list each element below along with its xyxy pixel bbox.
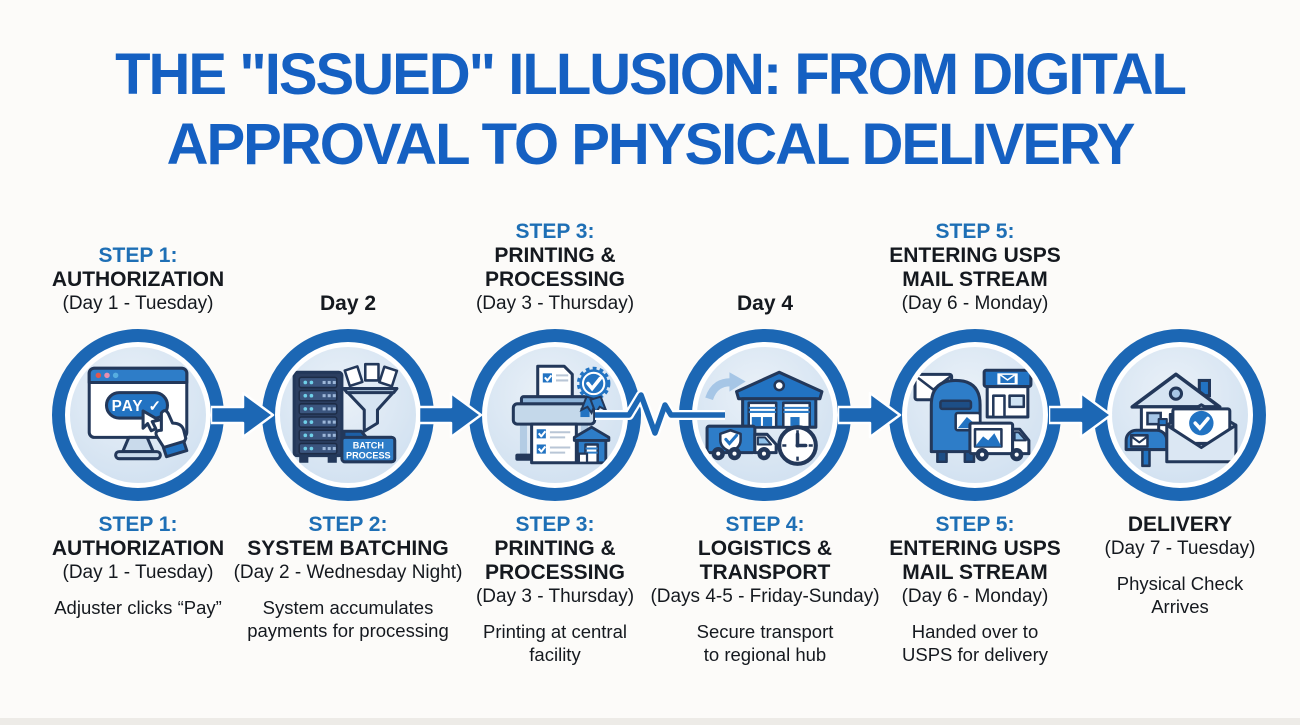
step-number: STEP 1:	[98, 513, 178, 536]
circle-inner	[1112, 347, 1248, 483]
flow-arrow-1	[209, 389, 275, 446]
station-printing-bottom-label: STEP 3: PRINTING & PROCESSING (Day 3 - T…	[430, 513, 680, 666]
station-authorization: STEP 1: AUTHORIZATION (Day 1 - Tuesday)	[23, 0, 253, 725]
circle-inner: PAY ✓	[70, 347, 206, 483]
step-description: Handed over to USPS for delivery	[902, 621, 1048, 665]
step-date: (Days 4-5 - Friday-Sunday)	[650, 586, 880, 607]
circle-inner	[907, 347, 1043, 483]
station-system-batching: Day 2	[233, 0, 463, 725]
step-number: STEP 3:	[515, 513, 595, 536]
station-logistics-transport: Day 4	[650, 0, 880, 725]
station-authorization-bottom-label: STEP 1: AUTHORIZATION (Day 1 - Tuesday) …	[13, 513, 263, 619]
step-number: STEP 2:	[308, 513, 388, 536]
step-number: STEP 5:	[935, 513, 1015, 536]
step-number: STEP 5:	[935, 220, 1015, 243]
station-printing-processing: STEP 3: PRINTING & PROCESSING (Day 3 - T…	[440, 0, 670, 725]
station-authorization-top-label: STEP 1: AUTHORIZATION (Day 1 - Tuesday)	[13, 0, 263, 322]
station-usps-top-label: STEP 5: ENTERING USPS MAIL STREAM (Day 6…	[850, 0, 1100, 322]
station-circle-authorization: PAY ✓	[52, 329, 224, 501]
step-date: (Day 2 - Wednesday Night)	[233, 562, 463, 583]
circle-inner: BATCH PROCESS	[280, 347, 416, 483]
flow-arrow-3	[836, 389, 902, 446]
page-title-line1: THE "ISSUED" ILLUSION: FROM DIGITAL	[115, 42, 1187, 107]
step-title: PRINTING & PROCESSING	[484, 537, 626, 584]
step-date: (Day 3 - Thursday)	[475, 586, 635, 607]
server-batch-icon: BATCH PROCESS	[292, 362, 399, 464]
step-number: STEP 3:	[515, 220, 595, 243]
station-system-batching-bottom-label: STEP 2: SYSTEM BATCHING (Day 2 - Wednesd…	[223, 513, 473, 642]
station-delivery-bottom-label: DELIVERY (Day 7 - Tuesday) Physical Chec…	[1055, 513, 1300, 618]
station-system-batching-top-label: Day 2	[223, 0, 473, 322]
pay-click-icon: PAY ✓	[87, 366, 189, 461]
step-number: STEP 1:	[98, 244, 178, 267]
step-title: PRINTING & PROCESSING	[484, 244, 626, 291]
step-description: Secure transport to regional hub	[696, 621, 834, 665]
step-description: Printing at central facility	[483, 621, 627, 665]
station-printing-top-label: STEP 3: PRINTING & PROCESSING (Day 3 - T…	[430, 0, 680, 322]
day-label: Day 4	[736, 292, 794, 315]
station-circle-system-batching: BATCH PROCESS	[262, 329, 434, 501]
printer-checks-icon	[511, 364, 611, 465]
step-description: Adjuster clicks “Pay”	[54, 597, 222, 618]
step-date: (Day 1 - Tuesday)	[62, 293, 214, 314]
step-title: SYSTEM BATCHING	[247, 537, 449, 560]
station-logistics-bottom-label: STEP 4: LOGISTICS & TRANSPORT (Days 4-5 …	[640, 513, 890, 666]
station-delivery-top-label	[1055, 0, 1300, 322]
bottom-edge-strip	[0, 718, 1300, 725]
circle-inner	[697, 347, 833, 483]
step-title: AUTHORIZATION	[51, 268, 225, 291]
station-usps-bottom-label: STEP 5: ENTERING USPS MAIL STREAM (Day 6…	[850, 513, 1100, 666]
home-envelope-check-icon	[1124, 372, 1238, 468]
step-title: AUTHORIZATION	[51, 537, 225, 560]
step-date: (Day 6 - Monday)	[901, 586, 1049, 607]
step-date: (Day 1 - Tuesday)	[62, 562, 214, 583]
batch-folder-label-line1: BATCH	[353, 441, 384, 451]
step-title: DELIVERY	[1127, 513, 1233, 536]
warehouse-truck-clock-icon	[705, 370, 824, 466]
flow-arrow-2	[417, 389, 483, 446]
step-title: ENTERING USPS MAIL STREAM	[889, 537, 1061, 584]
station-circle-usps	[889, 329, 1061, 501]
step-date: (Day 7 - Tuesday)	[1104, 538, 1256, 559]
day-label: Day 2	[319, 292, 377, 315]
station-circle-delivery	[1094, 329, 1266, 501]
pulse-connector	[590, 385, 730, 450]
station-delivery: DELIVERY (Day 7 - Tuesday) Physical Chec…	[1065, 0, 1295, 725]
usps-mailbox-truck-icon	[913, 368, 1033, 464]
step-description: Physical Check Arrives	[1116, 573, 1244, 617]
step-date: (Day 6 - Monday)	[901, 293, 1049, 314]
pay-button-label: PAY ✓	[112, 398, 163, 415]
station-logistics-top-label: Day 4	[640, 0, 890, 322]
step-description: System accumulates payments for processi…	[247, 597, 449, 641]
station-usps-mail-stream: STEP 5: ENTERING USPS MAIL STREAM (Day 6…	[860, 0, 1090, 725]
step-date: (Day 3 - Thursday)	[475, 293, 635, 314]
batch-folder-label-line2: PROCESS	[346, 451, 391, 461]
step-title: ENTERING USPS MAIL STREAM	[889, 244, 1061, 291]
flow-arrow-4	[1047, 389, 1113, 446]
page-title: THE "ISSUED" ILLUSION: FROM DIGITAL APPR…	[0, 40, 1300, 180]
step-number: STEP 4:	[725, 513, 805, 536]
step-title: LOGISTICS & TRANSPORT	[697, 537, 833, 584]
page-title-line2: APPROVAL TO PHYSICAL DELIVERY	[166, 112, 1136, 177]
